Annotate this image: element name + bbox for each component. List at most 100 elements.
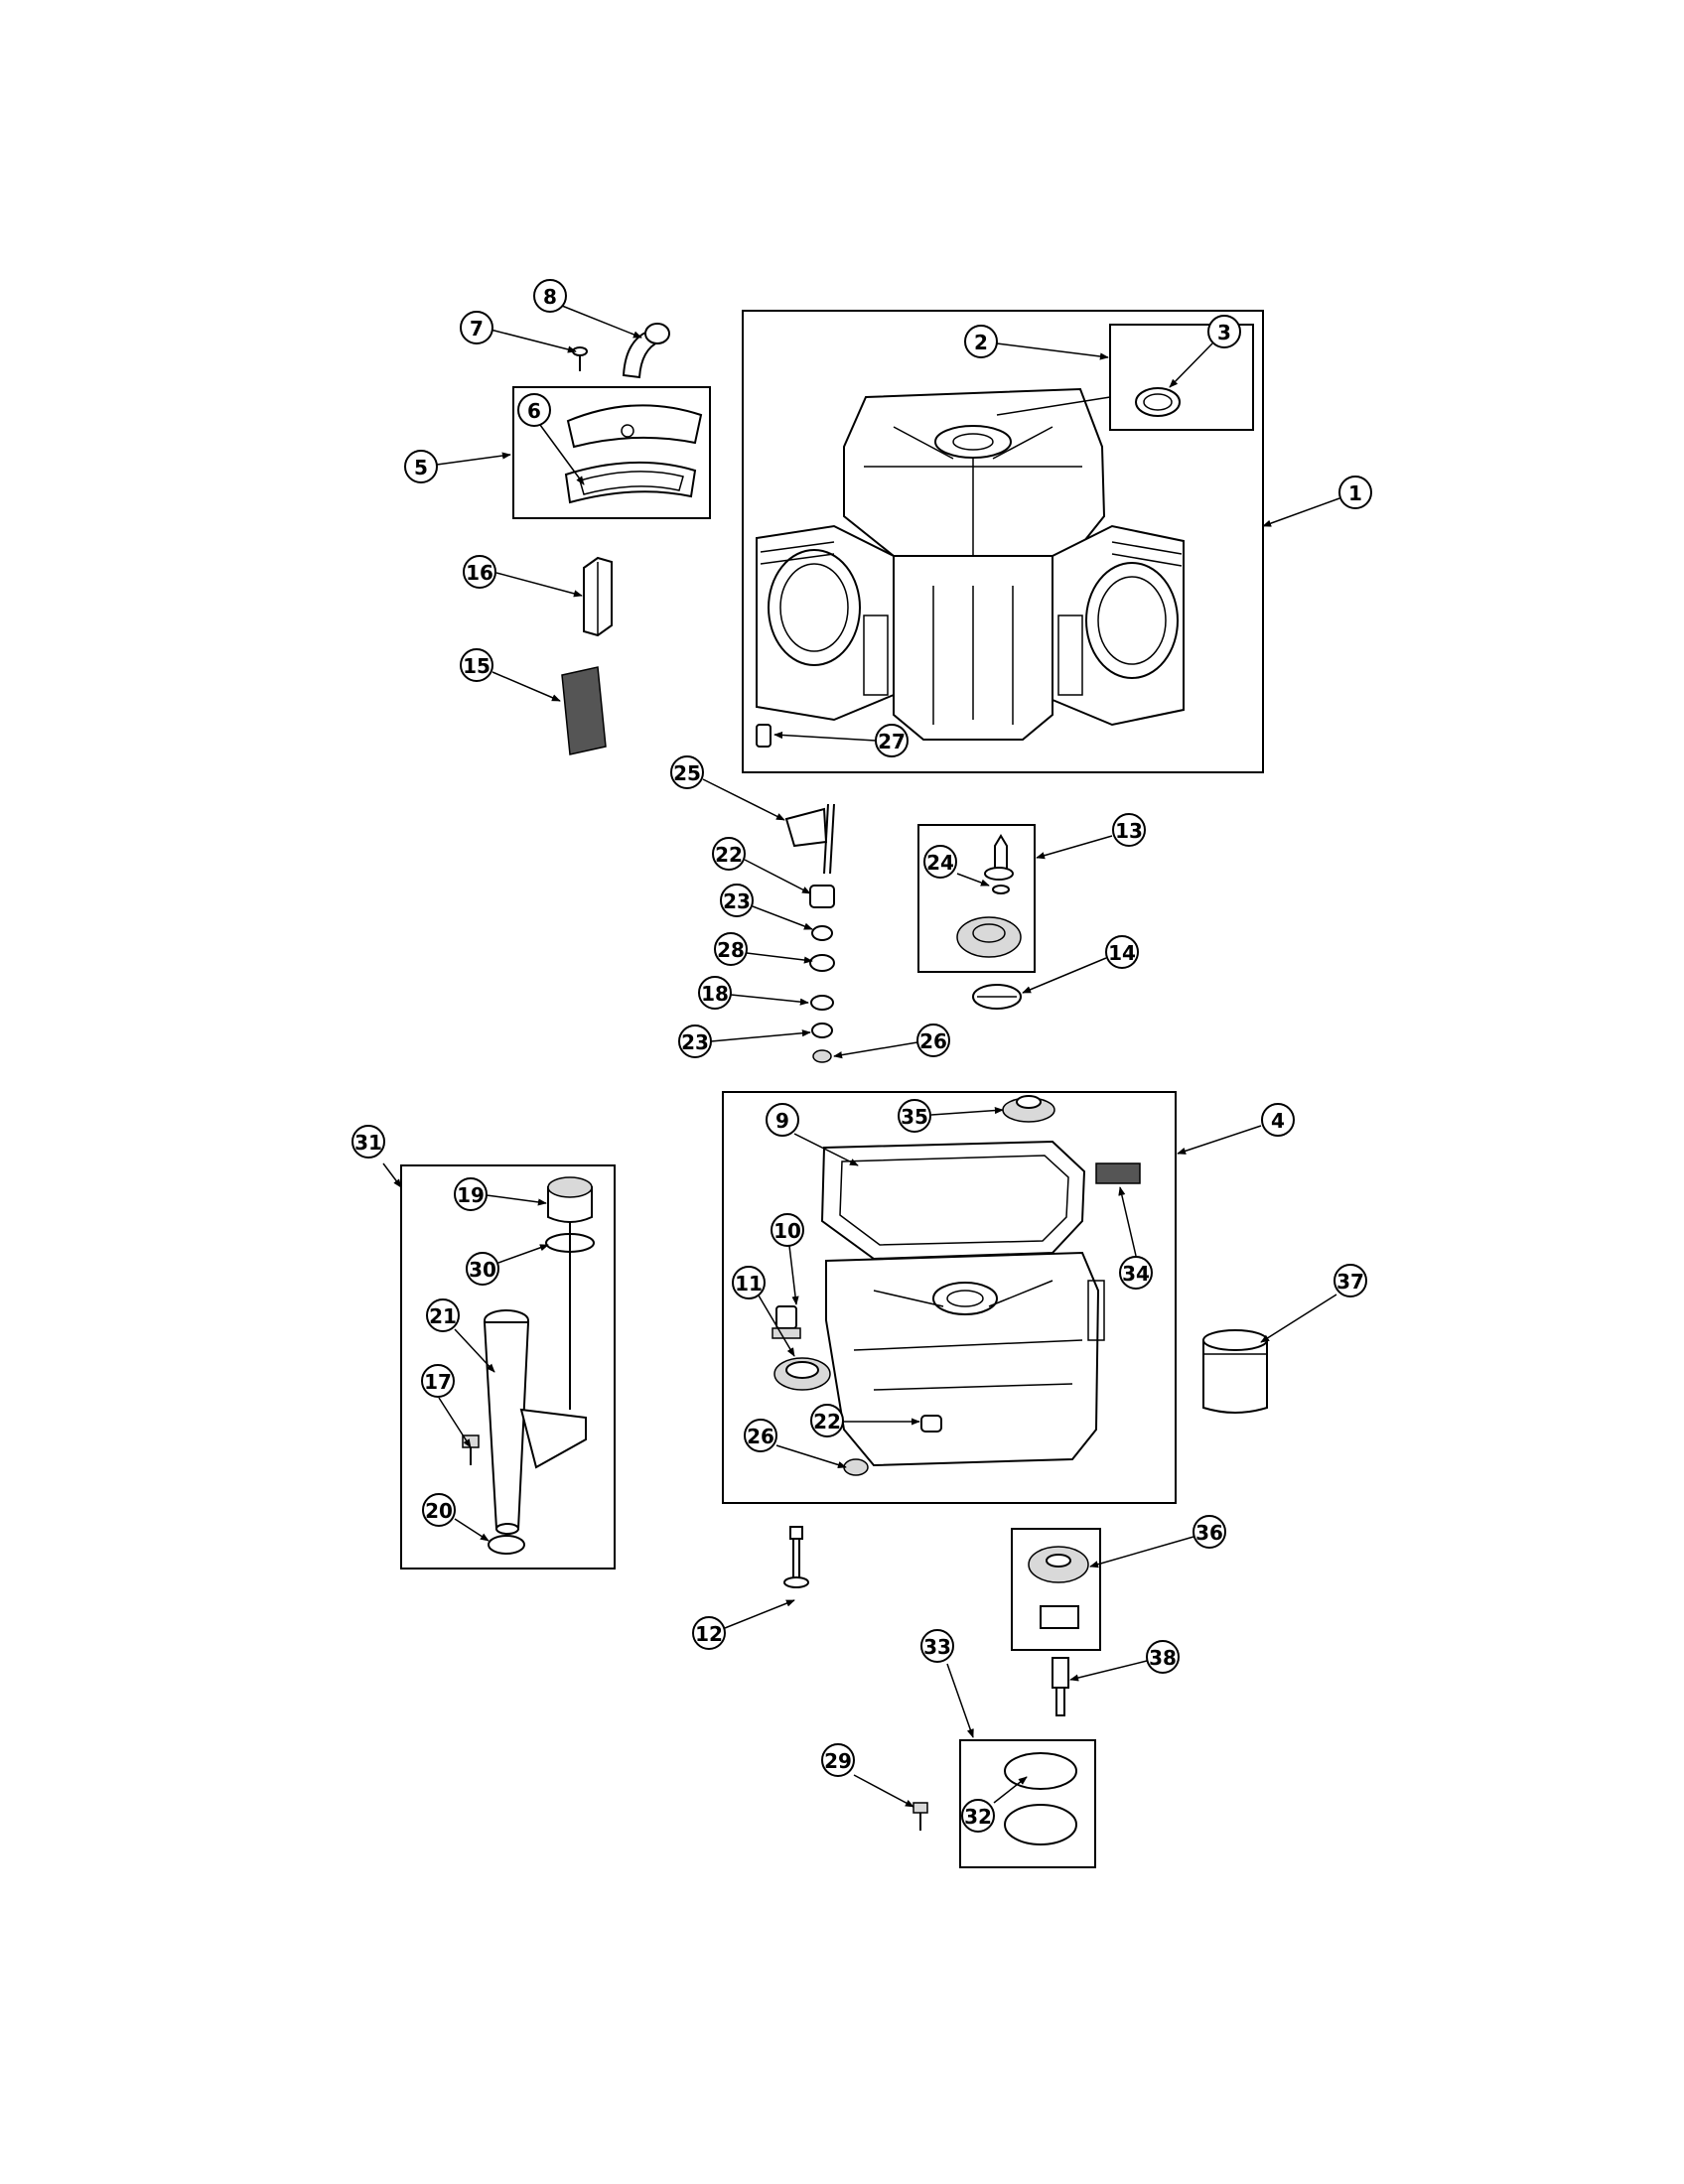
pump-cover-drawing [1004, 1752, 1077, 1845]
callout-17[interactable]: 17 [421, 1364, 455, 1398]
callout-37[interactable]: 37 [1333, 1264, 1367, 1297]
callout-1[interactable]: 1 [1338, 476, 1372, 509]
group-box-dipstick-tube-kit [400, 1164, 616, 1570]
callout-label: 26 [747, 1425, 774, 1448]
callout-2[interactable]: 2 [964, 325, 998, 358]
callout-16[interactable]: 16 [463, 555, 496, 589]
filter-block-drawing [583, 556, 613, 637]
callout-22-sump[interactable]: 22 [810, 1404, 844, 1437]
group-box-oil-pump-kit [1011, 1528, 1101, 1651]
callout-29[interactable]: 29 [821, 1743, 855, 1777]
callout-7[interactable]: 7 [460, 311, 493, 344]
callout-21[interactable]: 21 [426, 1298, 460, 1332]
callout-label: 13 [1115, 819, 1143, 843]
callout-label: 15 [463, 654, 491, 678]
callout-6[interactable]: 6 [517, 393, 551, 427]
callout-label: 17 [424, 1370, 452, 1394]
sump-body-drawing [825, 1251, 1105, 1467]
cover-screw-drawing [912, 1802, 928, 1831]
callout-38[interactable]: 38 [1146, 1640, 1180, 1674]
callout-label: 22 [715, 843, 743, 867]
callout-label: 31 [354, 1131, 382, 1155]
spring-drawing [1095, 1162, 1141, 1184]
sump-small-seal-drawing [843, 1458, 869, 1476]
callout-22-shaft[interactable]: 22 [712, 837, 746, 871]
callout-19[interactable]: 19 [454, 1177, 488, 1211]
callout-30[interactable]: 30 [466, 1252, 499, 1286]
callout-11[interactable]: 11 [732, 1266, 766, 1299]
callout-18[interactable]: 18 [698, 976, 732, 1010]
bushing-drawing [809, 885, 835, 908]
callout-label: 19 [457, 1183, 485, 1207]
callout-label: 20 [425, 1499, 453, 1523]
bolt-drawing [783, 1526, 809, 1588]
callout-25[interactable]: 25 [670, 755, 704, 789]
group-box-governor-kit [917, 824, 1036, 973]
callout-label: 33 [923, 1635, 951, 1659]
callout-12[interactable]: 12 [692, 1616, 726, 1650]
o-ring-drawing [488, 1535, 525, 1555]
breather-cover-drawing [564, 404, 703, 504]
crankcase-block-drawing [756, 387, 1185, 741]
group-box-cover-kit [959, 1739, 1096, 1868]
callout-label: 9 [775, 1109, 789, 1133]
callout-33[interactable]: 33 [920, 1629, 954, 1663]
lower-washer-drawing [811, 1023, 833, 1038]
callout-4[interactable]: 4 [1261, 1103, 1295, 1137]
callout-label: 35 [901, 1105, 928, 1129]
callout-27[interactable]: 27 [875, 724, 909, 757]
seal-ring-drawing [1135, 387, 1181, 417]
callout-26-shaft[interactable]: 26 [916, 1024, 950, 1057]
callout-label: 23 [723, 889, 751, 913]
callout-label: 11 [735, 1272, 763, 1296]
callout-8[interactable]: 8 [533, 279, 567, 313]
callout-label: 34 [1122, 1262, 1150, 1286]
callout-5[interactable]: 5 [404, 450, 438, 483]
leader-lines [382, 305, 1340, 1808]
callout-label: 2 [974, 331, 988, 354]
callout-28[interactable]: 28 [714, 932, 748, 966]
callout-9[interactable]: 9 [766, 1103, 799, 1137]
callout-32[interactable]: 32 [961, 1799, 995, 1833]
callout-label: 22 [813, 1410, 841, 1433]
callout-label: 12 [695, 1622, 723, 1646]
oil-seal-small-drawing [812, 1049, 832, 1063]
oil-pump-drawing [1028, 1546, 1089, 1629]
callout-label: 6 [527, 399, 541, 423]
retaining-ring-drawing [809, 954, 835, 972]
callout-label: 14 [1108, 941, 1136, 965]
callout-label: 16 [466, 561, 493, 585]
callout-13[interactable]: 13 [1112, 813, 1146, 847]
breather-tube-drawing [622, 323, 670, 379]
callout-31[interactable]: 31 [351, 1125, 385, 1159]
callout-34[interactable]: 34 [1119, 1256, 1153, 1290]
callout-20[interactable]: 20 [422, 1493, 456, 1527]
sump-gasket-drawing [820, 1140, 1086, 1261]
callout-26-sump[interactable]: 26 [744, 1419, 777, 1452]
callout-label: 10 [773, 1219, 801, 1243]
washer-drawing [811, 925, 833, 941]
callout-label: 5 [414, 456, 428, 479]
callout-15[interactable]: 15 [460, 648, 493, 682]
callout-14[interactable]: 14 [1105, 935, 1139, 969]
callout-36[interactable]: 36 [1193, 1515, 1226, 1549]
callout-35[interactable]: 35 [898, 1099, 931, 1133]
callout-label: 38 [1149, 1646, 1177, 1670]
callout-label: 37 [1336, 1270, 1364, 1294]
group-box-crankcase [742, 310, 1264, 773]
callout-label: 3 [1217, 321, 1231, 344]
governor-shaft-drawing [784, 803, 835, 875]
governor-gear-drawing [956, 834, 1022, 958]
callout-3[interactable]: 3 [1207, 315, 1241, 348]
callout-label: 27 [878, 730, 906, 753]
dipstick-tube-drawing [483, 1309, 587, 1535]
callout-label: 21 [429, 1304, 457, 1328]
callout-label: 26 [919, 1029, 947, 1053]
callout-24[interactable]: 24 [923, 845, 957, 879]
drain-plug-drawing [772, 1305, 801, 1339]
callout-23-lower[interactable]: 23 [678, 1024, 712, 1058]
spacer-washer-drawing [810, 995, 834, 1011]
callout-10[interactable]: 10 [771, 1213, 804, 1247]
callout-23-upper[interactable]: 23 [720, 884, 754, 917]
